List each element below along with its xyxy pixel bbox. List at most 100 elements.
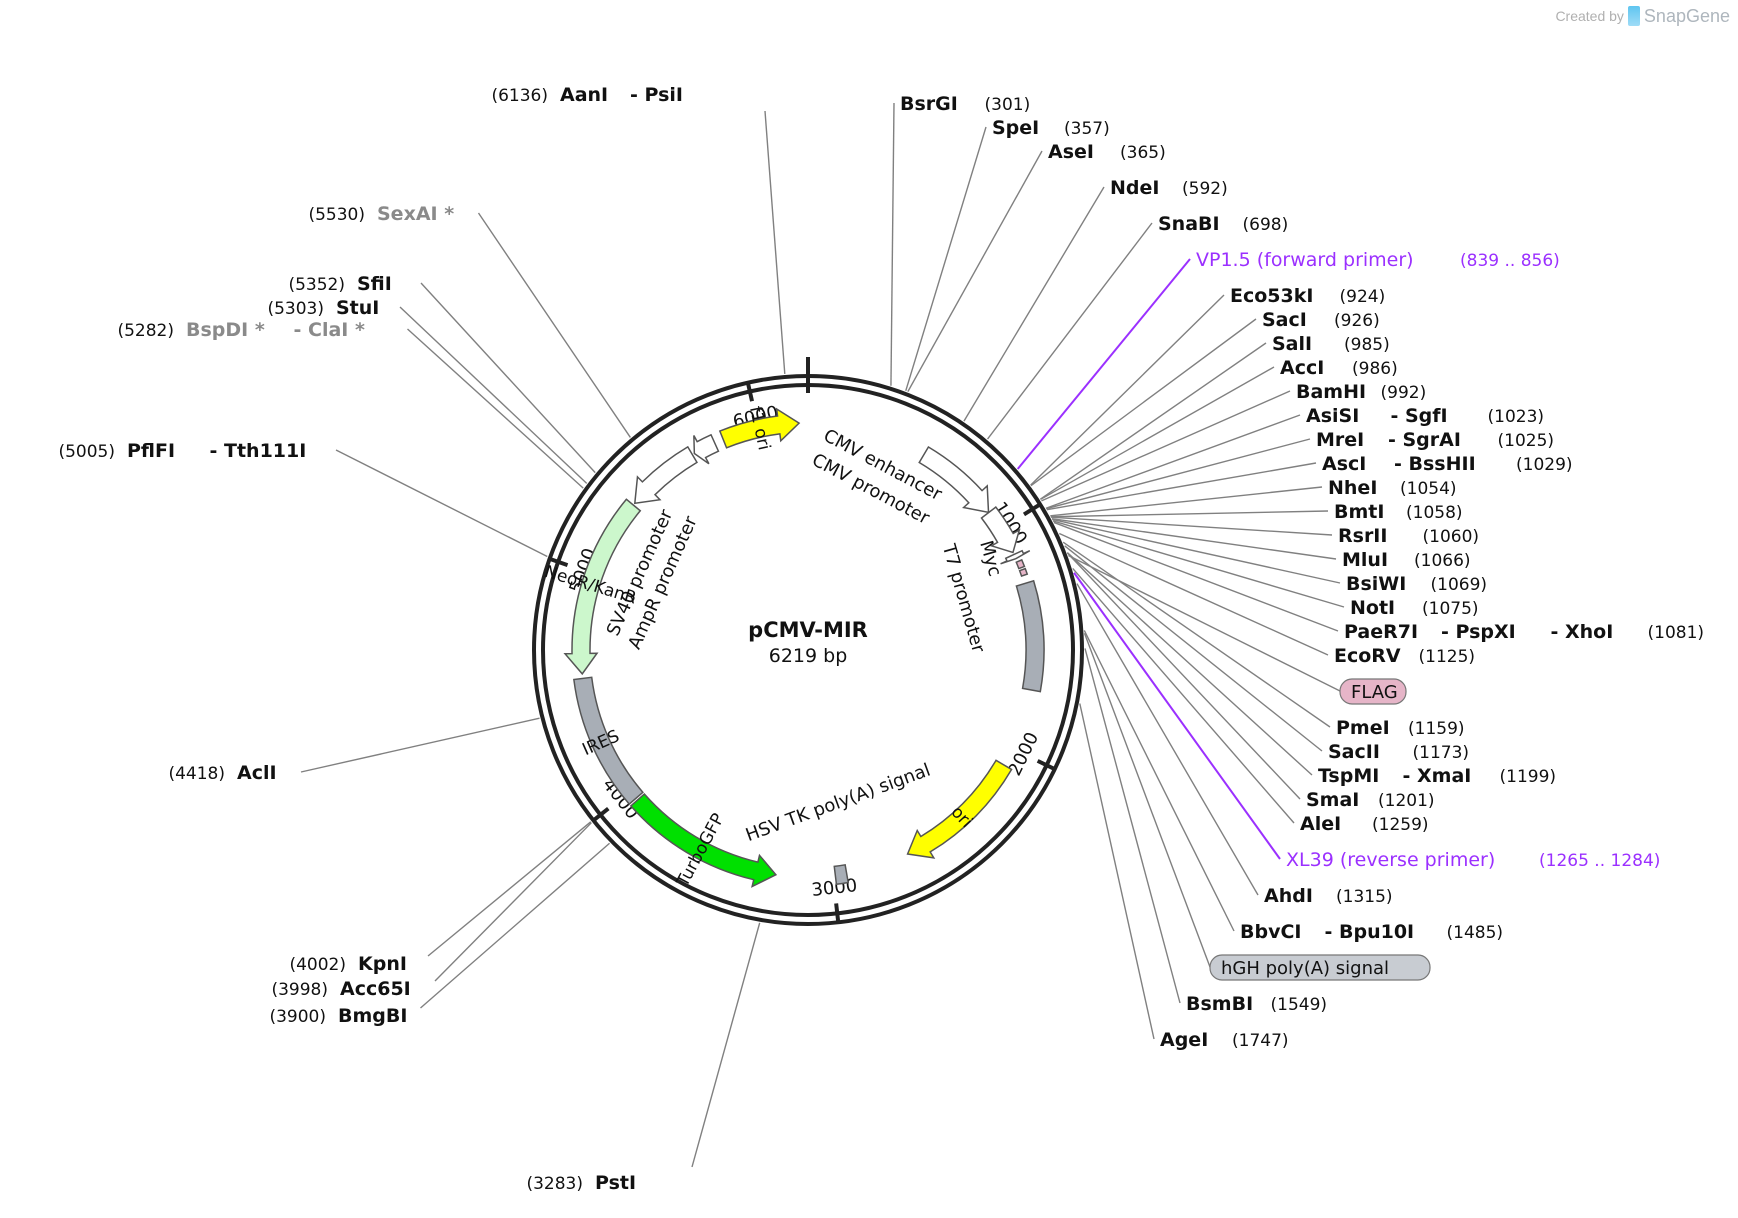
leader-line <box>300 717 540 773</box>
leader-line <box>1016 258 1191 470</box>
leader-line <box>963 186 1105 422</box>
feature-pill <box>1339 678 1407 705</box>
site-enzyme-name: NdeI <box>1110 177 1159 199</box>
site-position: (926) <box>1334 311 1380 331</box>
feature-ampr-promoter <box>693 433 720 465</box>
site-enzyme-name: AclI <box>237 762 277 784</box>
site-enzyme-name: NheI <box>1328 477 1377 499</box>
feature-myc <box>1015 558 1026 570</box>
leader-line <box>1083 630 1235 932</box>
site-position: (365) <box>1120 143 1166 163</box>
leader-line <box>1066 552 1301 800</box>
site-asisi-sgfi: AsiSI- SgfI(1023) <box>1306 405 1544 427</box>
site-enzyme-name: - XmaI <box>1403 765 1472 787</box>
site-enzyme-name: PmeI <box>1336 717 1390 739</box>
site-sali: SalI(985) <box>1272 333 1390 355</box>
site-enzyme-name: - SgfI <box>1391 405 1448 427</box>
site-enzyme-name: AleI <box>1300 813 1341 835</box>
site-spei: SpeI(357) <box>992 117 1110 139</box>
leader-line <box>1051 516 1333 536</box>
site-position: (1069) <box>1431 575 1488 595</box>
site-position: (1173) <box>1413 743 1470 763</box>
site-bamhi: BamHI(992) <box>1296 381 1426 403</box>
leader-line <box>1062 541 1331 728</box>
leader-line <box>1030 318 1257 487</box>
tick-mark-1000 <box>1022 502 1042 517</box>
leader-line <box>907 150 1043 392</box>
site-psti: (3283)PstI <box>526 1172 636 1194</box>
site-rsrii: RsrII(1060) <box>1338 525 1479 547</box>
leader-line <box>764 110 786 375</box>
leader-line <box>1076 583 1259 896</box>
site-enzyme-name: - XhoI <box>1551 621 1614 643</box>
site-tspmi-xmai: TspMI- XmaI(1199) <box>1318 765 1556 787</box>
feature-turbogfp <box>629 792 778 888</box>
site-enzyme-name: MluI <box>1342 549 1388 571</box>
site-pmei: PmeI(1159) <box>1336 717 1465 739</box>
site-labels: BsrGI(301)SpeI(357)AseI(365)NdeI(592)Sna… <box>58 84 1704 1194</box>
site-enzyme-name: AgeI <box>1160 1029 1208 1051</box>
feature-cmv-enhancer <box>918 446 990 514</box>
site-kpni: (4002)KpnI <box>289 953 406 975</box>
site-enzyme-name: BsmBI <box>1186 993 1253 1015</box>
site-enzyme-name: BmgBI <box>338 1005 407 1027</box>
site-asei: AseI(365) <box>1048 141 1166 163</box>
site-enzyme-name: SacII <box>1328 741 1380 763</box>
site-enzyme-name: EcoRV <box>1334 645 1401 667</box>
site-position: (1066) <box>1414 551 1471 571</box>
site-enzyme-name: BamHI <box>1296 381 1366 403</box>
leader-line <box>1083 633 1211 968</box>
site-position: (1265 .. 1284) <box>1539 851 1660 871</box>
site-position: (1025) <box>1498 431 1555 451</box>
site-enzyme-name: SpeI <box>992 117 1039 139</box>
site-enzyme-name: - SgrAI <box>1388 429 1461 451</box>
site-enzyme-name: AscI <box>1322 453 1366 475</box>
snapgene-logo-icon <box>1627 6 1640 26</box>
leader-line <box>1072 567 1295 824</box>
site-nhei: NheI(1054) <box>1328 477 1457 499</box>
site-position: (5303) <box>267 299 324 319</box>
site-enzyme-name: BspDI * <box>186 319 265 341</box>
site-enzyme-name: KpnI <box>358 953 407 975</box>
plasmid-backbone <box>532 357 1084 926</box>
feature-f1-ori <box>718 407 801 449</box>
site-enzyme-name: - PspXI <box>1441 621 1516 643</box>
site-position: (4418) <box>168 764 225 784</box>
leader-line <box>1073 572 1281 860</box>
site-position: (1060) <box>1423 527 1480 547</box>
site-mrei-sgrai: MreI- SgrAI(1025) <box>1316 429 1554 451</box>
site-enzyme-name: SexAI * <box>377 203 454 225</box>
site-enzyme-name: NotI <box>1350 597 1395 619</box>
site-enzyme-name: Eco53kI <box>1230 285 1313 307</box>
site-position: (3998) <box>271 980 328 1000</box>
site-enzyme-name: BsrGI <box>900 93 958 115</box>
tick-mark-2000 <box>1036 759 1057 772</box>
tick-mark-3000 <box>834 903 841 924</box>
site-bmti: BmtI(1058) <box>1334 501 1463 523</box>
site-enzyme-name: - ClaI * <box>294 319 365 341</box>
leader-line <box>1084 648 1181 1004</box>
leader-line <box>1050 510 1329 518</box>
site-xl39-reverse-primer: XL39 (reverse primer)(1265 .. 1284) <box>1286 849 1660 871</box>
leader-line <box>1046 462 1317 511</box>
site-acli: (4418) AclI <box>168 762 276 784</box>
site-enzyme-name: - Tth111I <box>210 440 307 462</box>
leader-line <box>1041 390 1291 502</box>
plasmid-center-label: pCMV-MIR 6219 bp <box>748 618 868 667</box>
leader-line <box>1045 414 1301 509</box>
site-position: (5282) <box>117 321 174 341</box>
site-acci: AccI(986) <box>1280 357 1398 379</box>
site-bbvci-bpu10i: BbvCI- Bpu10I(1485) <box>1240 921 1503 943</box>
site-position: (1549) <box>1271 995 1328 1015</box>
leader-line <box>1030 294 1225 486</box>
site-enzyme-name: BsiWI <box>1346 573 1406 595</box>
site-position: (5005) <box>58 442 115 462</box>
leader-line <box>1079 703 1155 1040</box>
site-position: (1747) <box>1232 1031 1289 1051</box>
site-sacii: SacII (1173) <box>1328 741 1469 763</box>
site-position: (1485) <box>1447 923 1504 943</box>
leader-line <box>1051 518 1337 560</box>
site-enzyme-name: SnaBI <box>1158 213 1220 235</box>
site-enzyme-name: VP1.5 (forward primer) <box>1196 249 1414 271</box>
